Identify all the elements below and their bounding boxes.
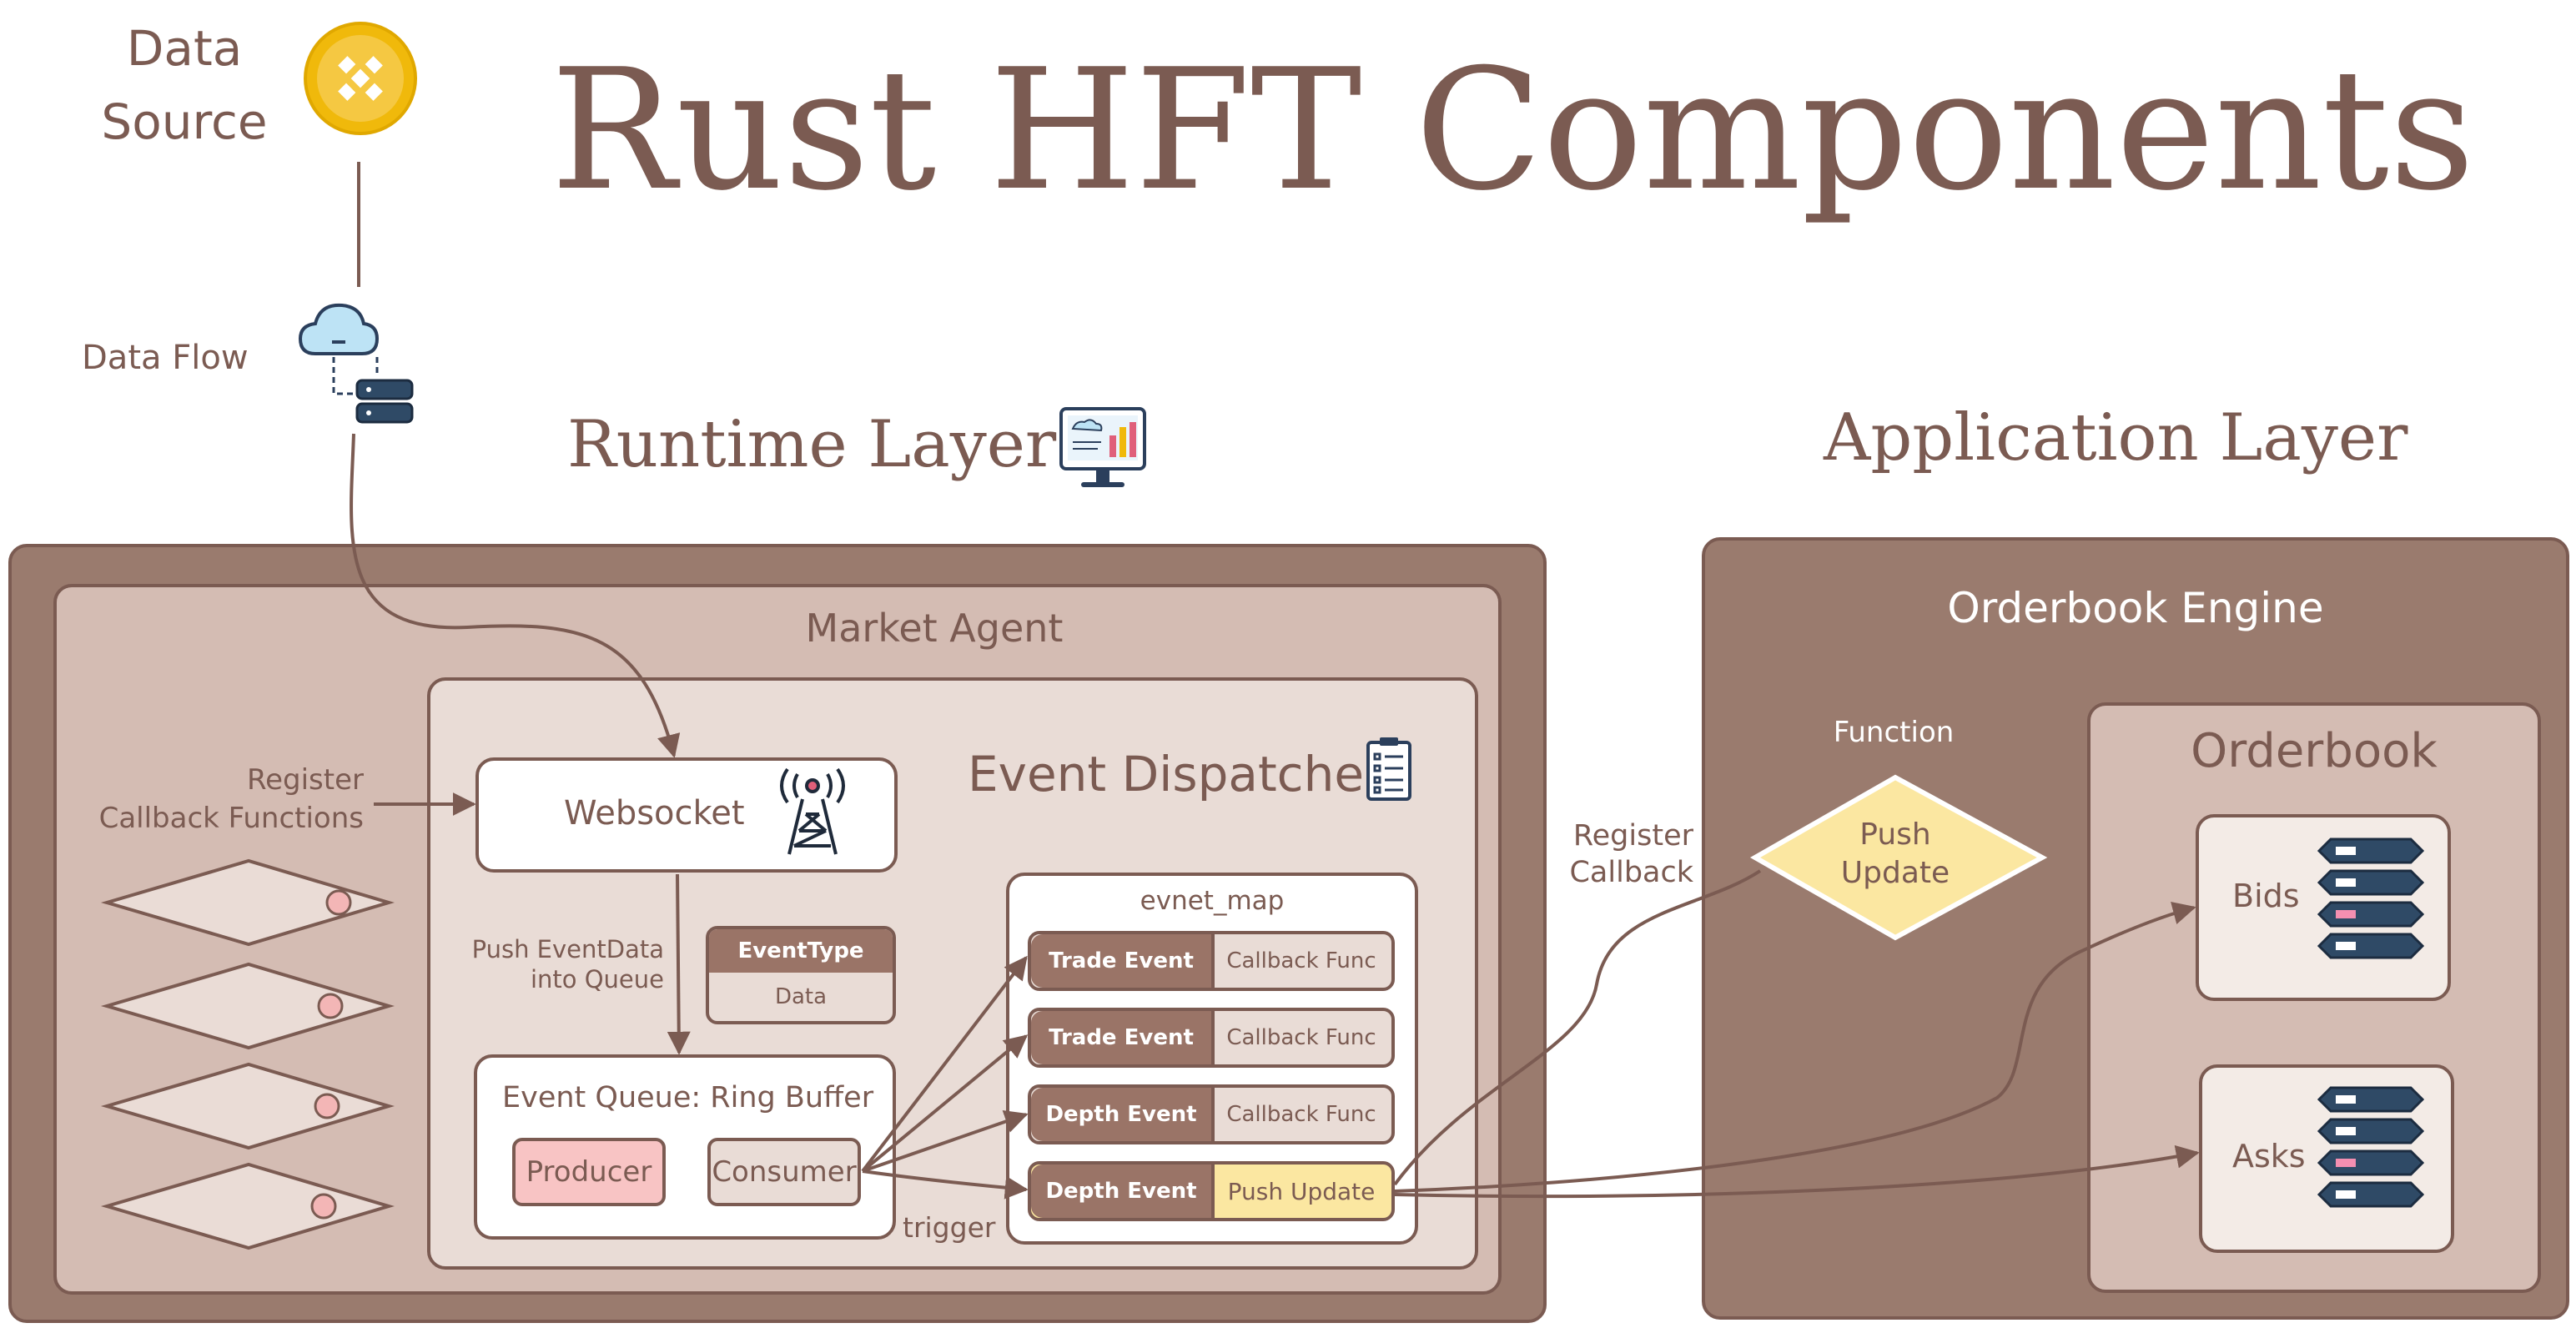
event-type-header: EventType — [709, 929, 893, 973]
data-source-label: Data Source — [101, 20, 268, 150]
event-queue-label: Event Queue: Ring Buffer — [502, 1081, 874, 1114]
register-callback-functions-label: Register Callback Functions — [98, 763, 364, 835]
data-flow-label: Data Flow — [82, 339, 249, 377]
push-update-label[interactable]: Push Update — [1840, 817, 1950, 890]
event-map-row-depth-1[interactable]: Depth Event Callback Func — [1028, 1084, 1395, 1144]
orderbook-engine-label: Orderbook Engine — [1947, 584, 2324, 632]
application-layer-label: Application Layer — [1824, 400, 2408, 475]
consumer-box[interactable]: Consumer — [707, 1138, 861, 1206]
monitor-chart-icon — [1059, 407, 1146, 487]
event-type-card: EventType Data — [706, 926, 896, 1024]
trigger-label: trigger — [903, 1211, 996, 1244]
event-map-row-depth-2[interactable]: Depth Event Push Update — [1028, 1161, 1395, 1221]
hook-on-depth[interactable]: on_depth — [179, 884, 303, 916]
hook-on-tick[interactable]: on_tick — [190, 1188, 285, 1220]
hook-on-kline[interactable]: on_kline — [189, 1089, 299, 1121]
producer-box[interactable]: Producer — [512, 1138, 666, 1206]
orderbook-label: Orderbook — [2191, 724, 2438, 778]
function-label: Function — [1833, 716, 1955, 749]
diagram-title: Rust HFT Components — [551, 33, 2475, 228]
event-map-row-trade-1[interactable]: Trade Event Callback Func — [1028, 931, 1395, 991]
event-map-row-trade-2[interactable]: Trade Event Callback Func — [1028, 1008, 1395, 1068]
bids-label: Bids — [2232, 878, 2300, 914]
market-agent-label: Market Agent — [805, 606, 1064, 651]
cloud-server-icon — [298, 303, 414, 424]
register-callback-label: Register Callback — [1569, 819, 1693, 889]
asks-label: Asks — [2232, 1138, 2306, 1175]
event-map-label: evnet_map — [1140, 886, 1285, 916]
event-dispatcher-label: Event Dispatcher — [968, 746, 1384, 802]
push-eventdata-label: Push EventData into Queue — [471, 935, 664, 993]
websocket-label: Websocket — [564, 794, 745, 832]
event-data-label: Data — [774, 984, 828, 1009]
hook-on-trade[interactable]: on_trade — [179, 989, 297, 1021]
runtime-layer-label: Runtime Layer — [567, 407, 1057, 482]
